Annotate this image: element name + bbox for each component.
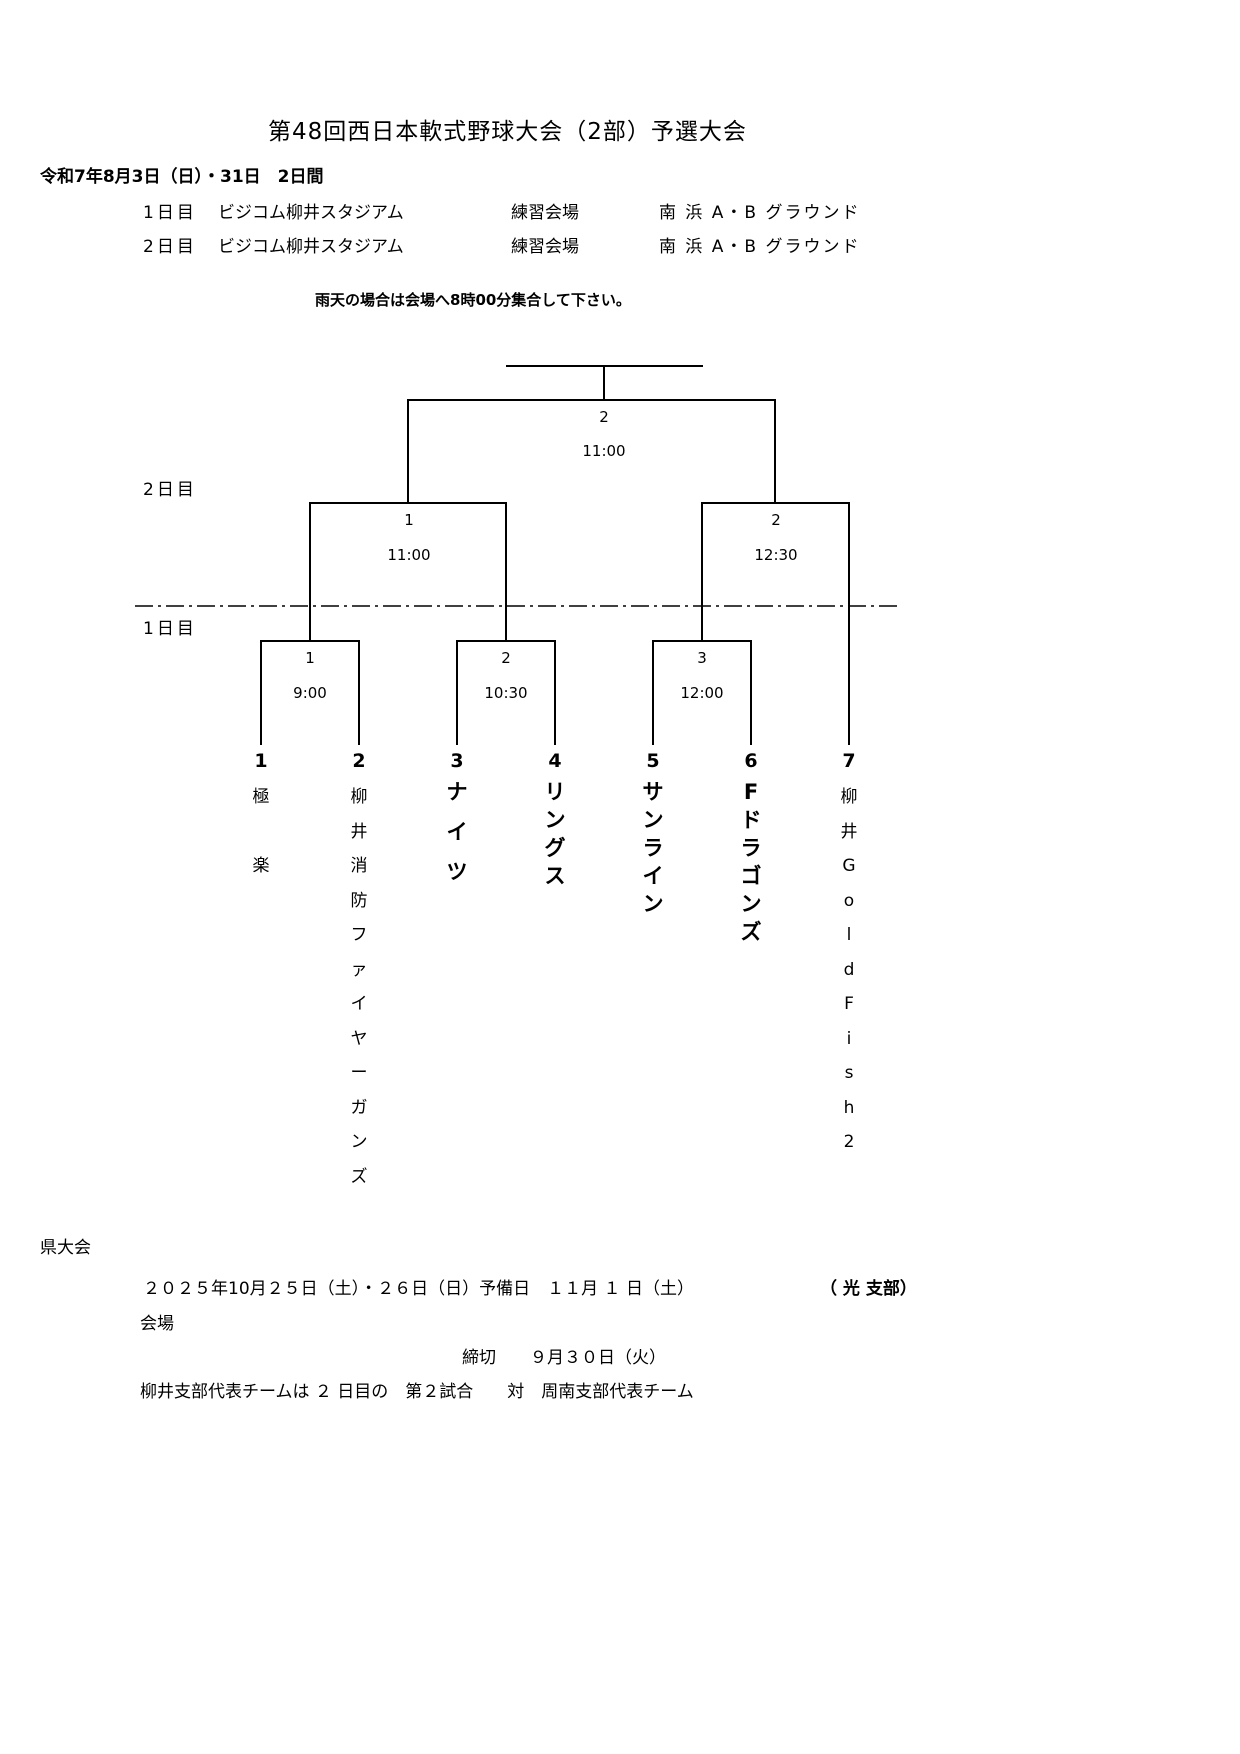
team5-name-char: ラ	[642, 836, 664, 860]
day1-game1-number: 1	[305, 649, 315, 667]
team2-name-char: フ	[350, 925, 368, 945]
team7-seed: 7	[842, 750, 856, 772]
team1-name-char: 極	[252, 787, 270, 807]
team3-name-char: ナ	[446, 780, 468, 804]
day2-game1-number: 1	[404, 511, 414, 529]
team5-name-char: ン	[642, 808, 664, 832]
team7-name-char: h	[843, 1097, 855, 1118]
team2-name-char: ァ	[350, 959, 368, 980]
day2-game2-time: 12:30	[754, 546, 798, 564]
team2-name-char: ヤ	[350, 1028, 368, 1049]
team7-name-char: G	[842, 856, 856, 876]
prefectural-heading: 県大会	[40, 1238, 91, 1258]
team6-name-char: ゴ	[740, 864, 762, 888]
team4-name: リングス	[540, 778, 570, 890]
team2-name-char: ズ	[350, 1166, 368, 1187]
team2-name: 柳井消防ファイヤーガンズ	[344, 780, 374, 1194]
page-title: 第48回西日本軟式野球大会（2部）予選大会	[268, 119, 747, 145]
final-game-number: 2	[599, 408, 609, 426]
team5-name-char: サ	[642, 780, 664, 804]
team3-name: ナイツ	[442, 778, 472, 886]
team3-seed: 3	[450, 750, 464, 772]
team4-seed: 4	[548, 750, 562, 772]
team5-name: サンライン	[638, 778, 668, 918]
schedule-day2-practice-label: 練習会場	[511, 237, 579, 257]
schedule-day1-label: 1日目	[143, 203, 197, 223]
team1-seed: 1	[254, 750, 268, 772]
day2-game2-number: 2	[771, 511, 781, 529]
team4-name-char: ス	[544, 864, 566, 888]
team2-name-char: ー	[350, 1063, 368, 1083]
team5-seed: 5	[646, 750, 660, 772]
day1-game2-number: 2	[501, 649, 511, 667]
team5-name-char: イ	[642, 864, 664, 888]
day1-game1-time: 9:00	[293, 684, 327, 702]
team6-name-char: F	[743, 780, 759, 804]
prefectural-host: （ 光 支部）	[820, 1279, 917, 1299]
prefectural-matchup: 柳井支部代表チームは ２ 日目の 第２試合 対 周南支部代表チーム	[140, 1382, 694, 1402]
team1-name: 極 楽	[246, 780, 276, 884]
schedule-day2-label: 2日目	[143, 237, 197, 257]
team7-name-char: s	[844, 1063, 854, 1083]
day1-game1-bracket	[260, 640, 360, 745]
team7-name-char: l	[846, 925, 852, 945]
team6-name-char: ン	[740, 892, 762, 916]
team2-seed: 2	[352, 750, 366, 772]
rain-notice: 雨天の場合は会場へ8時00分集合して下さい。	[315, 291, 631, 309]
team2-name-char: 防	[350, 890, 368, 911]
day1-game2-bracket	[456, 640, 556, 745]
team5-name-char: ン	[642, 892, 664, 916]
team2-name-char: 消	[350, 856, 368, 876]
day1-label: 1日目	[143, 619, 197, 639]
day1-game3-number: 3	[697, 649, 707, 667]
team2-name-char: イ	[350, 994, 368, 1014]
team6-name-char: ズ	[740, 920, 762, 944]
event-dates: 令和7年8月3日（日）・31日 2日間	[40, 167, 324, 187]
team7-name-char: o	[843, 890, 855, 911]
team2-name-char: ン	[350, 1132, 368, 1152]
team3-name-char: イ	[446, 820, 468, 844]
final-bracket	[407, 399, 776, 503]
team1-name-char: 楽	[252, 856, 270, 876]
schedule-day2-venue: ビジコム柳井スタジアム	[218, 237, 404, 257]
day1-game2-time: 10:30	[484, 684, 528, 702]
team1-name-char	[246, 815, 276, 850]
team7-name-char: i	[846, 1028, 852, 1049]
schedule-day1-venue: ビジコム柳井スタジアム	[218, 203, 404, 223]
team6-name-char: ラ	[740, 836, 762, 860]
schedule-day2-practice-venue: 南 浜 A・B グラウンド	[659, 237, 861, 257]
team7-name-char: 柳	[840, 787, 858, 807]
team7-name-char: 2	[843, 1132, 855, 1152]
team7-name-char: d	[843, 959, 855, 980]
prefectural-dates: ２０２５年10月２５日（土）・２６日（日）予備日 １１月 １ 日（土）	[143, 1279, 694, 1299]
team4-name-char: リ	[544, 780, 566, 804]
day2-game1-time: 11:00	[387, 546, 431, 564]
team4-name-char: ン	[544, 808, 566, 832]
day2-label: 2日目	[143, 480, 197, 500]
prefectural-venue-label: 会場	[140, 1314, 174, 1334]
team2-name-char: 柳	[350, 787, 368, 807]
day1-game3-time: 12:00	[680, 684, 724, 702]
day2-game1-bracket	[309, 502, 507, 641]
team2-name-char: 井	[350, 821, 368, 842]
team7-name-char: 井	[840, 821, 858, 842]
team6-name-char: ド	[740, 808, 762, 832]
day1-game3-bracket	[652, 640, 752, 745]
day2-game2-bracket	[701, 502, 850, 745]
schedule-day1-practice-label: 練習会場	[511, 203, 579, 223]
team3-name-char: ツ	[446, 860, 468, 884]
final-game-time: 11:00	[582, 442, 626, 460]
team6-seed: 6	[744, 750, 758, 772]
tournament-bracket	[135, 365, 900, 745]
schedule-day1-practice-venue: 南 浜 A・B グラウンド	[659, 203, 861, 223]
prefectural-deadline: 締切 ９月３０日（火）	[462, 1348, 666, 1368]
team4-name-char: グ	[544, 836, 566, 860]
team2-name-char: ガ	[350, 1097, 368, 1118]
team7-name-char: F	[844, 994, 854, 1014]
